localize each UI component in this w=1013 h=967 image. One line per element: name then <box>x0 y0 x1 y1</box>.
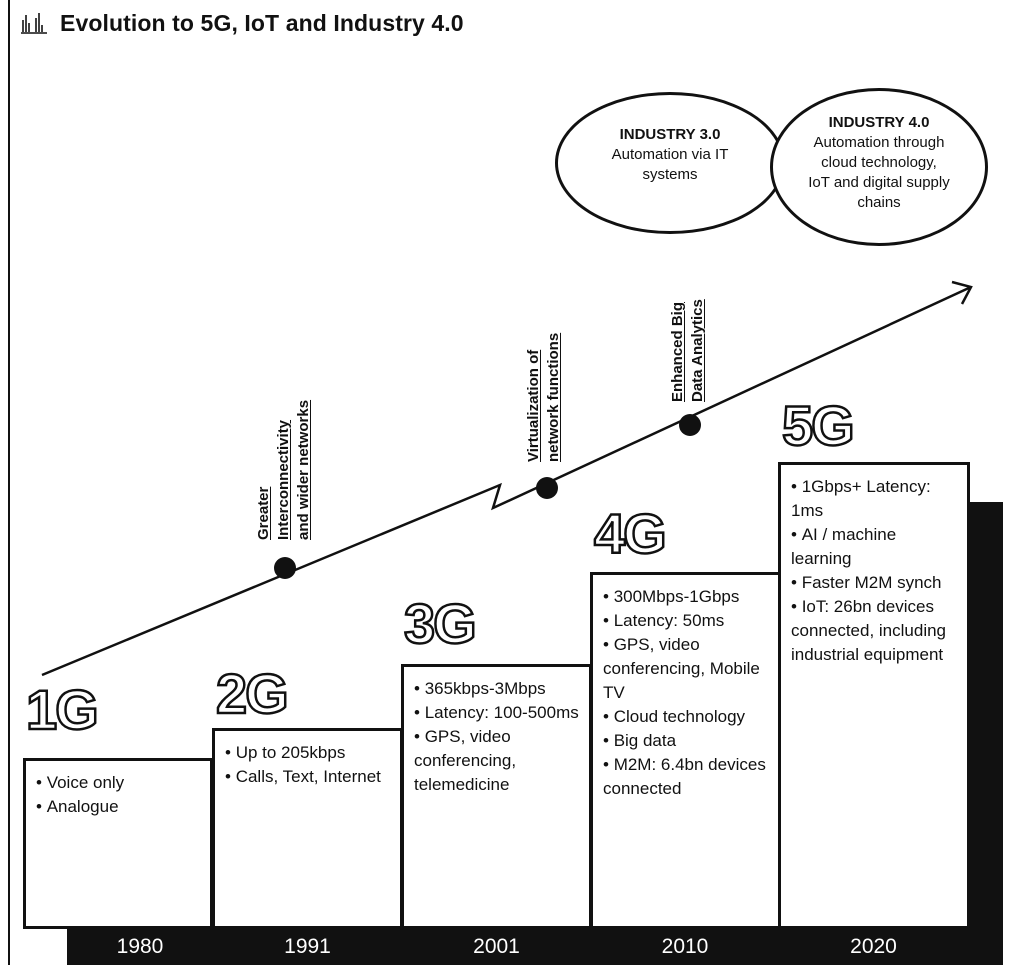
feature-item: IoT: 26bn devices connected, including i… <box>791 595 957 667</box>
feature-item: Latency: 50ms <box>603 609 768 633</box>
milestone-label: Enhanced Big Data Analytics <box>669 299 706 402</box>
year-label: 1991 <box>284 935 331 958</box>
feature-item: Faster M2M synch <box>791 571 957 595</box>
gen-box-2g: Up to 205kbps Calls, Text, Internet <box>212 728 403 929</box>
year-label: 2020 <box>850 935 897 958</box>
year-bar <box>67 927 1003 965</box>
industry-line: systems <box>642 166 698 183</box>
page-title: Evolution to 5G, IoT and Industry 4.0 <box>60 9 464 36</box>
industry-4-circle: INDUSTRY 4.0 Automation through cloud te… <box>770 88 988 246</box>
industry-3-circle: INDUSTRY 3.0 Automation via IT systems <box>555 92 785 234</box>
year-label: 1980 <box>116 935 164 958</box>
gen-box-1g: Voice only Analogue <box>23 758 213 929</box>
industry-line: Automation through <box>813 134 945 151</box>
gen-label: 5G <box>781 394 856 457</box>
trend-arrow-line <box>41 285 972 677</box>
milestone-dot <box>679 414 701 436</box>
gen-box-3g: 365kbps-3Mbps Latency: 100-500ms GPS, vi… <box>401 664 592 929</box>
feature-item: Voice only <box>36 771 200 795</box>
industry-line: cloud technology, <box>821 154 937 171</box>
gen-label: 2G <box>215 662 290 725</box>
left-rule <box>8 0 10 965</box>
feature-item: Up to 205kbps <box>225 741 390 765</box>
industry-line: Automation via IT <box>611 146 729 163</box>
feature-item: GPS, video conferencing, telemedicine <box>414 725 579 797</box>
gen-box-4g: 300Mbps-1Gbps Latency: 50ms GPS, video c… <box>590 572 781 929</box>
feature-item: 365kbps-3Mbps <box>414 677 579 701</box>
milestone-dot <box>274 557 296 579</box>
feature-item: AI / machine learning <box>791 523 957 571</box>
milestone-dot <box>536 477 558 499</box>
gen-box-5g: 1Gbps+ Latency: 1ms AI / machine learnin… <box>778 462 970 929</box>
milestone-label: Virtualization of network functions <box>525 332 562 462</box>
feature-item: Calls, Text, Internet <box>225 765 390 789</box>
gen-label: 4G <box>593 502 668 565</box>
industry-heading: INDUSTRY 4.0 <box>828 114 930 131</box>
year-label: 2001 <box>473 935 520 958</box>
feature-item: 300Mbps-1Gbps <box>603 585 768 609</box>
arrowhead <box>951 280 973 305</box>
feature-item: GPS, video conferencing, Mobile TV <box>603 633 768 705</box>
feature-item: Latency: 100-500ms <box>414 701 579 725</box>
year-label: 2010 <box>661 935 709 958</box>
feature-item: 1Gbps+ Latency: 1ms <box>791 475 957 523</box>
feature-item: Big data <box>603 729 768 753</box>
feature-item: Analogue <box>36 795 200 819</box>
bar-chart-icon <box>20 12 48 34</box>
gen-label: 3G <box>403 592 478 655</box>
feature-item: M2M: 6.4bn devices connected <box>603 753 768 801</box>
industry-line: IoT and digital supply <box>808 174 950 191</box>
gen-label: 1G <box>25 678 100 741</box>
milestone-label: Greater Interconnectivity and wider netw… <box>255 399 312 540</box>
header: Evolution to 5G, IoT and Industry 4.0 <box>20 6 464 40</box>
feature-item: Cloud technology <box>603 705 768 729</box>
shadow-block <box>968 502 1003 927</box>
industry-line: chains <box>857 194 901 211</box>
industry-heading: INDUSTRY 3.0 <box>619 126 721 143</box>
